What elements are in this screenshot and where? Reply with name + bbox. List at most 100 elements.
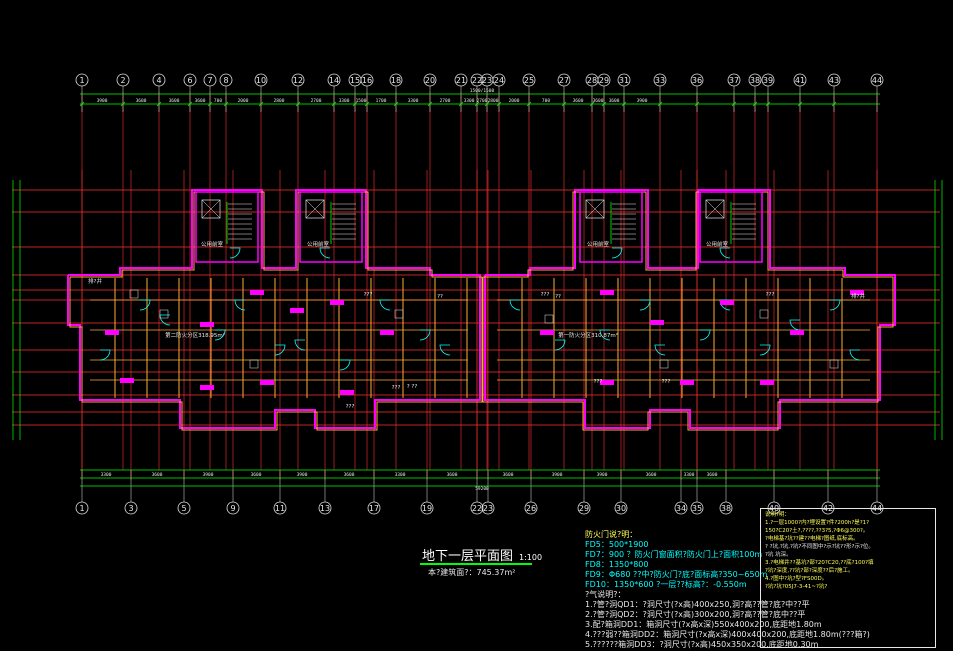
- axis-label-top: 36: [692, 76, 702, 85]
- dim-tick: [731, 101, 737, 107]
- note-line: 5.??????箱洞DD3：?洞尺寸(?x高)450x350x200,底距地0.…: [585, 640, 819, 649]
- dim-tick: [589, 101, 595, 107]
- dimension-text-top: 3600: [573, 98, 584, 104]
- dim-tick: [331, 101, 337, 107]
- axis-label-top: 20: [425, 76, 435, 85]
- dim-tick: [120, 101, 126, 107]
- door-tag: [760, 380, 774, 385]
- scale-text: 1:100: [519, 553, 543, 562]
- room-label: 排?井: [851, 292, 865, 300]
- axis-label-top: 10: [256, 76, 266, 85]
- axis-label-bottom: 23: [483, 504, 493, 513]
- building-outline-right-inner: [482, 191, 894, 431]
- axis-label-bottom: 19: [422, 504, 432, 513]
- room-label: ???: [364, 292, 373, 298]
- dim-tick: [657, 101, 663, 107]
- dimension-text-top: 3300: [464, 98, 475, 104]
- door-swing: [419, 329, 431, 341]
- dimension-text-top: 3900: [637, 98, 648, 104]
- elevator-x: [705, 199, 725, 219]
- axis-label-top: 28: [587, 76, 597, 85]
- dim-tick: [765, 101, 771, 107]
- axis-label-bottom: 38: [721, 504, 731, 513]
- door-tag: [650, 320, 664, 325]
- dimension-text-bottom: 3900: [203, 472, 214, 478]
- room-label: ???: [766, 292, 775, 298]
- note-line: FD5：500*1900: [585, 540, 649, 549]
- axis-label-top: 14: [329, 76, 339, 85]
- axis-label-bottom: 1: [79, 504, 84, 513]
- general-note-line: ? ?坑,?坑,?坑?不同图中?示?坑??形?示?位。: [765, 544, 874, 550]
- axis-label-top: 8: [223, 76, 228, 85]
- axis-label-bottom: 29: [579, 504, 589, 513]
- axis-label-bottom: 17: [369, 504, 379, 513]
- dimension-text-top: 3300: [408, 98, 419, 104]
- dim-tick: [79, 101, 85, 107]
- axis-label-top: 6: [187, 76, 192, 85]
- axis-label-top: 2: [120, 76, 125, 85]
- dimension-text-bottom: 3600: [152, 472, 163, 478]
- axis-label-top: 21: [456, 76, 466, 85]
- elevator-x: [585, 199, 605, 219]
- room-label: 排?井: [88, 277, 102, 285]
- note-line: 1.?管?洞QD1：?洞尺寸(?x高)400x250,洞?高??管?底?中??平: [585, 600, 810, 609]
- axis-label-top: 27: [559, 76, 569, 85]
- axis-label-top: 41: [795, 76, 805, 85]
- axis-label-bottom: 34: [676, 504, 686, 513]
- stair-core: [299, 191, 363, 263]
- dim-tick: [694, 101, 700, 107]
- note-line: 4.???弱??箱洞DD2：箱洞尺寸(?x高x深)400x400x200,底距地…: [585, 630, 870, 639]
- dim-tick: [526, 101, 532, 107]
- dim-tick: [601, 101, 607, 107]
- dim-tick: [797, 101, 803, 107]
- dimension-text-bottom: 3300: [684, 472, 695, 478]
- dimension-text-top: 3600: [609, 98, 620, 104]
- dimension-text-top: 3600: [136, 98, 147, 104]
- general-note-line: 4.?图中?坑?型?FS00D。: [765, 576, 828, 582]
- fixture: [659, 359, 669, 369]
- room-label: ??: [555, 294, 561, 300]
- stair-core: [195, 191, 259, 263]
- note-line: FD7：900 ？防火门窗面积?防火门上?面积100m: [585, 550, 763, 559]
- dim-tick: [156, 101, 162, 107]
- dim-tick: [187, 101, 193, 107]
- door-swing: [789, 319, 801, 331]
- room-label: ??: [437, 294, 443, 300]
- dim-tick: [207, 101, 213, 107]
- general-note-line: 150?C20?土?,????,??3?5,?Φ6@300?。: [765, 528, 869, 534]
- door-swing: [439, 344, 451, 356]
- dim-tick: [258, 101, 264, 107]
- door-tag: [340, 390, 354, 395]
- door-tag: [720, 300, 734, 305]
- note-line: FD10：1350*600 ?一层??标高?：-0.550m: [585, 580, 747, 589]
- dimension-text-bottom: 3900: [597, 472, 608, 478]
- dimension-text-bottom: 3600: [707, 472, 718, 478]
- door-swing: [611, 247, 623, 259]
- dimension-text-top: 3600: [169, 98, 180, 104]
- door-swing: [639, 299, 651, 311]
- center-dimension: 1500/1500: [470, 88, 495, 94]
- dimension-text-bottom: 3900: [552, 472, 563, 478]
- building-outline-right: [484, 189, 896, 429]
- dimension-text-bottom: 3600: [251, 472, 262, 478]
- axis-label-top: 18: [391, 76, 401, 85]
- room-label: 公用前室: [307, 240, 330, 248]
- dim-tick: [831, 101, 837, 107]
- door-tag: [600, 290, 614, 295]
- title-text: 地下一层平面图: [422, 549, 514, 564]
- door-swing: [319, 247, 331, 259]
- general-note-line: ?坑?坑?05J7-3-41~?坑?: [765, 584, 828, 590]
- dimension-text-top: 2800: [274, 98, 285, 104]
- door-swing: [274, 344, 286, 356]
- dimension-text-top: 3300: [339, 98, 350, 104]
- axis-label-top: 12: [293, 76, 303, 85]
- axis-label-bottom: 9: [230, 504, 235, 513]
- axis-label-top: 29: [599, 76, 609, 85]
- axis-label-top: 23: [482, 76, 492, 85]
- door-swing: [719, 247, 731, 259]
- door-tag: [850, 290, 864, 295]
- room-label: 公用前室: [587, 240, 610, 248]
- axis-label-top: 15: [350, 76, 360, 85]
- door-tag: [105, 330, 119, 335]
- axis-label-top: 22: [472, 76, 482, 85]
